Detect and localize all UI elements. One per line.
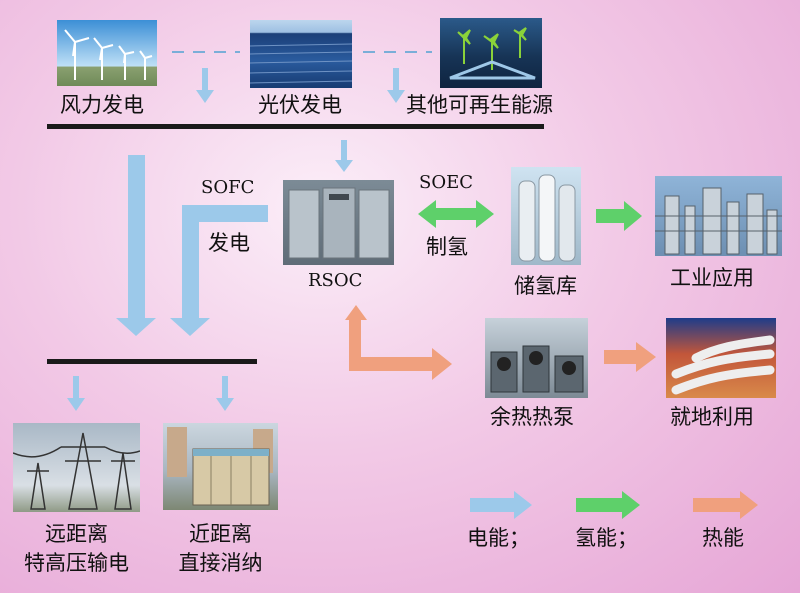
local-use-image [666, 318, 776, 398]
legend-label-hydrogen: 氢能； [575, 526, 638, 550]
top-power-bus [47, 124, 544, 129]
solar-farm-image [250, 20, 352, 88]
label-industrial-application: 工业应用 [670, 266, 754, 290]
legend-arrow-hydrogen [576, 491, 640, 519]
legend-label-heat: 热能 [702, 526, 744, 550]
hydrogen-storage-image [511, 167, 581, 265]
label-direct-consumption: 直接消纳 [178, 551, 263, 575]
bottom-power-bus [47, 359, 257, 364]
label-soec-hydrogen-production: 制氢 [426, 235, 468, 259]
label-sofc: SOFC [201, 177, 255, 198]
rsoc-unit-image [283, 180, 394, 265]
label-local-use: 就地利用 [670, 405, 754, 429]
arrow-bus-to-near [216, 376, 234, 411]
arrow-wind-to-bus [196, 68, 214, 103]
substation-image [163, 423, 278, 510]
arrow-bus-to-rsoc [335, 140, 353, 172]
label-wind-power: 风力发电 [60, 93, 144, 117]
legend-arrow-electric [470, 491, 532, 519]
heat-pump-image [485, 318, 588, 398]
label-other-renewables: 其他可再生能源 [406, 93, 553, 117]
label-long-distance: 远距离 [45, 522, 108, 546]
label-waste-heat-pump: 余热热泵 [490, 405, 574, 429]
tidal-energy-image [440, 18, 542, 88]
label-soec: SOEC [419, 172, 473, 193]
arrow-other-to-bus [387, 68, 405, 103]
arrow-soec-hydrogen [418, 200, 494, 228]
label-hydrogen-storage: 储氢库 [514, 274, 577, 298]
arrow-storage-to-industry [596, 201, 642, 231]
industry-image [655, 176, 782, 256]
wind-farm-image [57, 20, 157, 86]
arrow-grid-main [116, 155, 156, 336]
legend-label-electric: 电能； [467, 526, 530, 550]
arrow-bus-to-far [67, 376, 85, 411]
label-uhv-transmission: 特高压输电 [24, 551, 129, 575]
label-short-distance: 近距离 [189, 522, 252, 546]
transmission-tower-image [13, 423, 140, 512]
legend-arrow-heat [693, 491, 758, 519]
arrow-heatpump-to-local [604, 342, 656, 372]
arrow-rsoc-heat [345, 305, 452, 380]
label-rsoc: RSOC [308, 270, 363, 291]
label-solar-power: 光伏发电 [258, 93, 342, 117]
label-sofc-generation: 发电 [208, 231, 250, 255]
arrow-sofc-generation [170, 205, 268, 336]
